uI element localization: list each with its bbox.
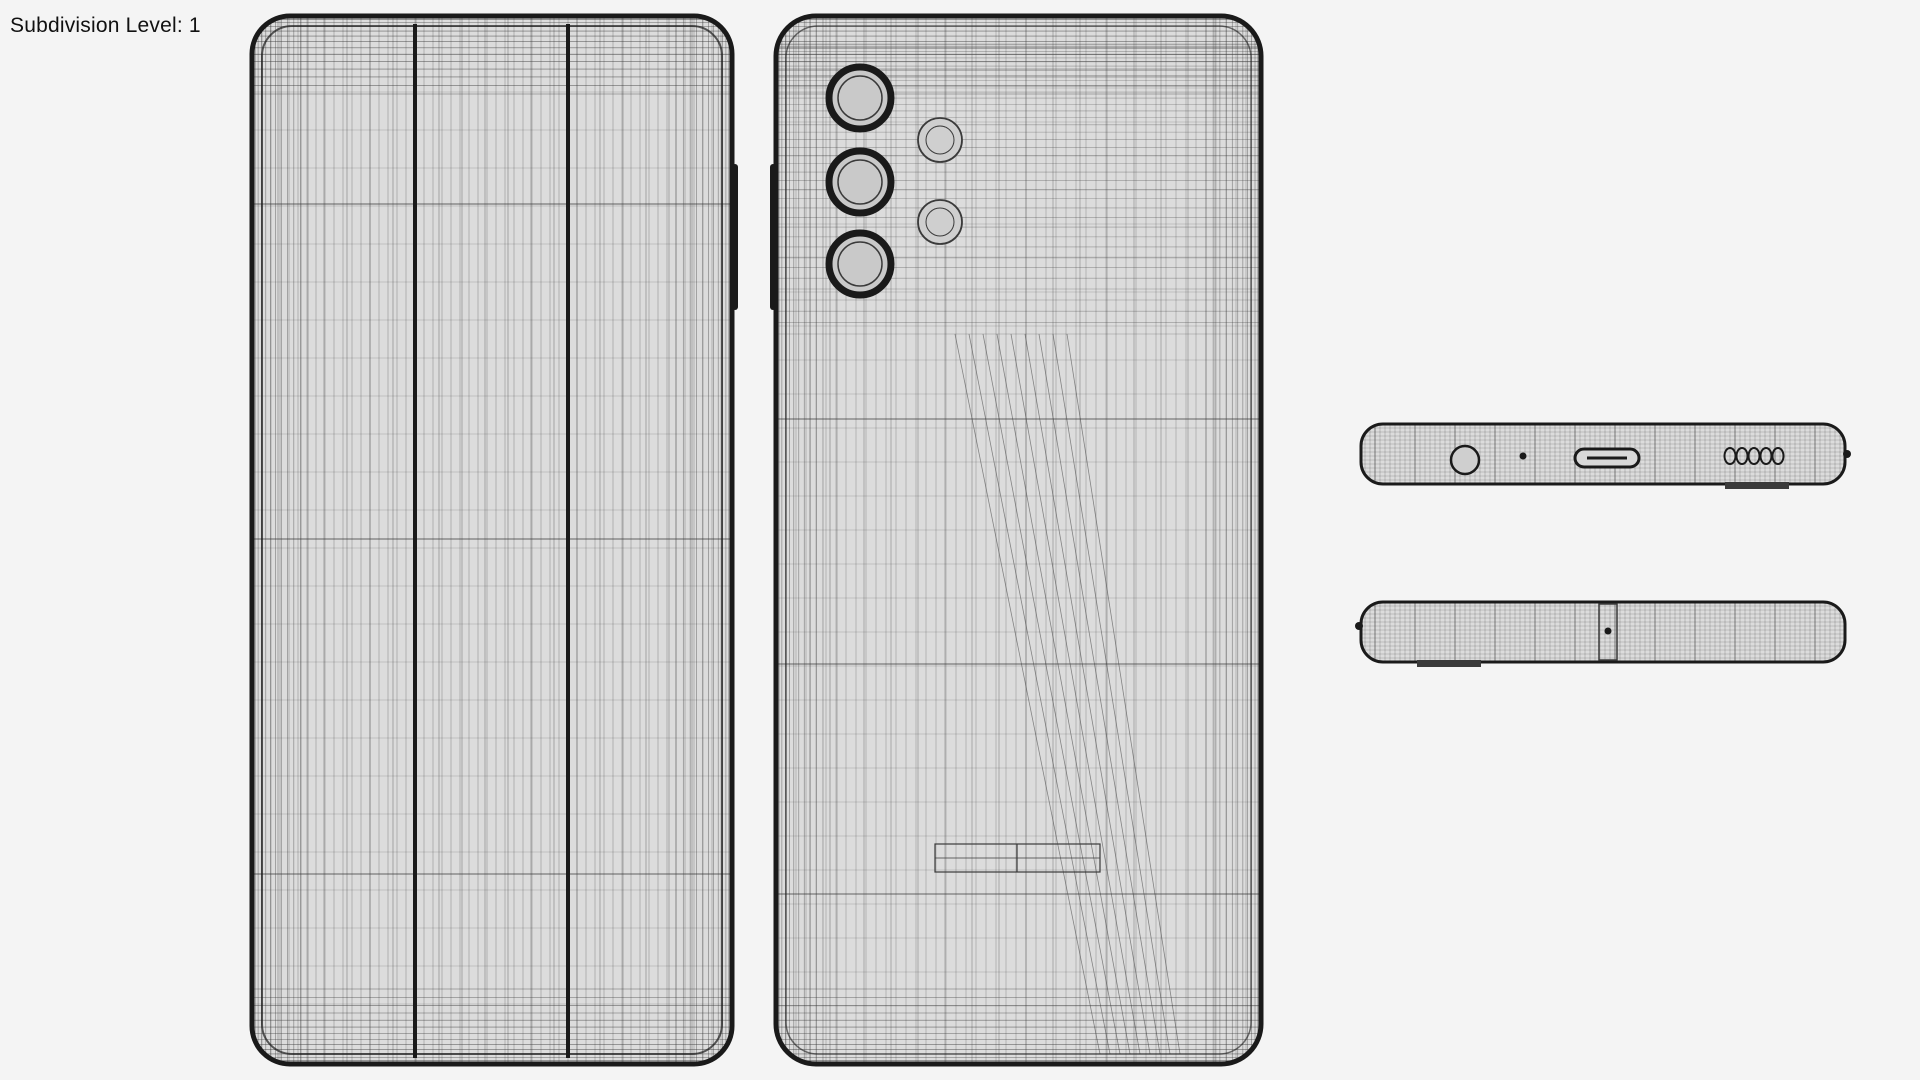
- sensor-2: [917, 199, 963, 245]
- phone-bottom-edge-view: [1359, 422, 1851, 489]
- phone-top-edge-view: [1355, 600, 1847, 667]
- front-screen-edge: [261, 25, 723, 1055]
- button-tab: [1417, 660, 1481, 667]
- back-outline: [773, 13, 1264, 1067]
- front-surface: [252, 16, 732, 1064]
- headphone-jack: [1449, 444, 1481, 476]
- top-edge-mesh: [1361, 602, 1845, 662]
- sensor-ring: [925, 125, 955, 155]
- top-edge-outline: [1359, 600, 1847, 664]
- subdivision-level-label: Subdivision Level: 1: [10, 14, 201, 37]
- camera-lens-ring: [837, 159, 883, 205]
- side-nub: [1355, 622, 1363, 630]
- back-inner-edge: [785, 25, 1252, 1055]
- camera-lens-ring: [837, 241, 883, 287]
- top-mic-panel: [1598, 603, 1618, 661]
- sensor-1: [917, 117, 963, 163]
- bottom-edge-mesh: [1361, 424, 1845, 484]
- back-mesh: [776, 16, 1261, 1064]
- sensor-ring: [925, 207, 955, 237]
- back-surface: [776, 16, 1261, 1064]
- speaker-hole: [1771, 447, 1785, 465]
- top-microphone-hole: [1604, 627, 1612, 635]
- button-tab: [1725, 482, 1789, 489]
- front-outline: [249, 13, 735, 1067]
- side-nub: [1843, 450, 1851, 458]
- microphone-hole: [1519, 452, 1527, 460]
- phone-front-view: [249, 13, 738, 1067]
- phone-back-view: [770, 13, 1264, 1067]
- camera-lens-ring: [837, 75, 883, 121]
- top-edge-surface: [1361, 602, 1845, 662]
